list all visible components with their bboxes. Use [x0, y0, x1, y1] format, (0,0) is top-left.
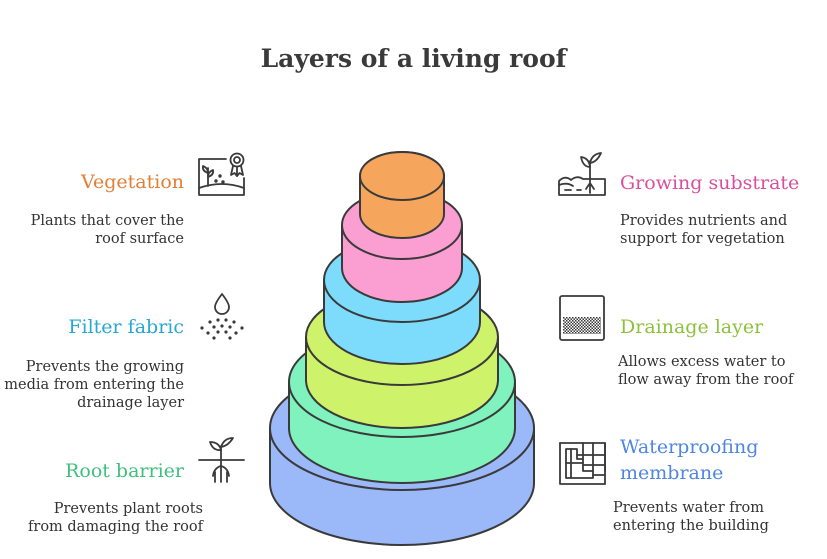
membrane-grid-icon	[559, 442, 606, 485]
desc-root-barrier: Prevents plant roots from damaging the r…	[28, 501, 203, 535]
label-growing-substrate: Growing substrate	[620, 172, 800, 194]
layer-vegetation	[359, 151, 445, 239]
label-vegetation: Vegetation	[81, 171, 184, 193]
desc-growing-substrate: Provides nutrients and support for veget…	[620, 213, 788, 247]
root-sprout-icon	[198, 437, 245, 483]
label-waterproofing-membrane: Waterproofing membrane	[620, 436, 759, 484]
desc-vegetation: Plants that cover the roof surface	[30, 213, 184, 247]
label-drainage-layer: Drainage layer	[620, 316, 764, 338]
desc-drainage-layer: Allows excess water to flow away from th…	[618, 354, 794, 388]
diagram-title: Layers of a living roof	[260, 44, 567, 73]
sprout-soil-icon	[558, 152, 606, 196]
drainage-grid-icon	[559, 295, 605, 341]
label-root-barrier: Root barrier	[65, 460, 184, 482]
plant-certificate-icon	[198, 152, 245, 196]
desc-waterproofing-membrane: Prevents water from entering the buildin…	[613, 500, 769, 534]
droplet-filter-icon	[200, 293, 244, 340]
desc-filter-fabric: Prevents the growing media from entering…	[4, 359, 184, 411]
label-filter-fabric: Filter fabric	[68, 316, 184, 338]
